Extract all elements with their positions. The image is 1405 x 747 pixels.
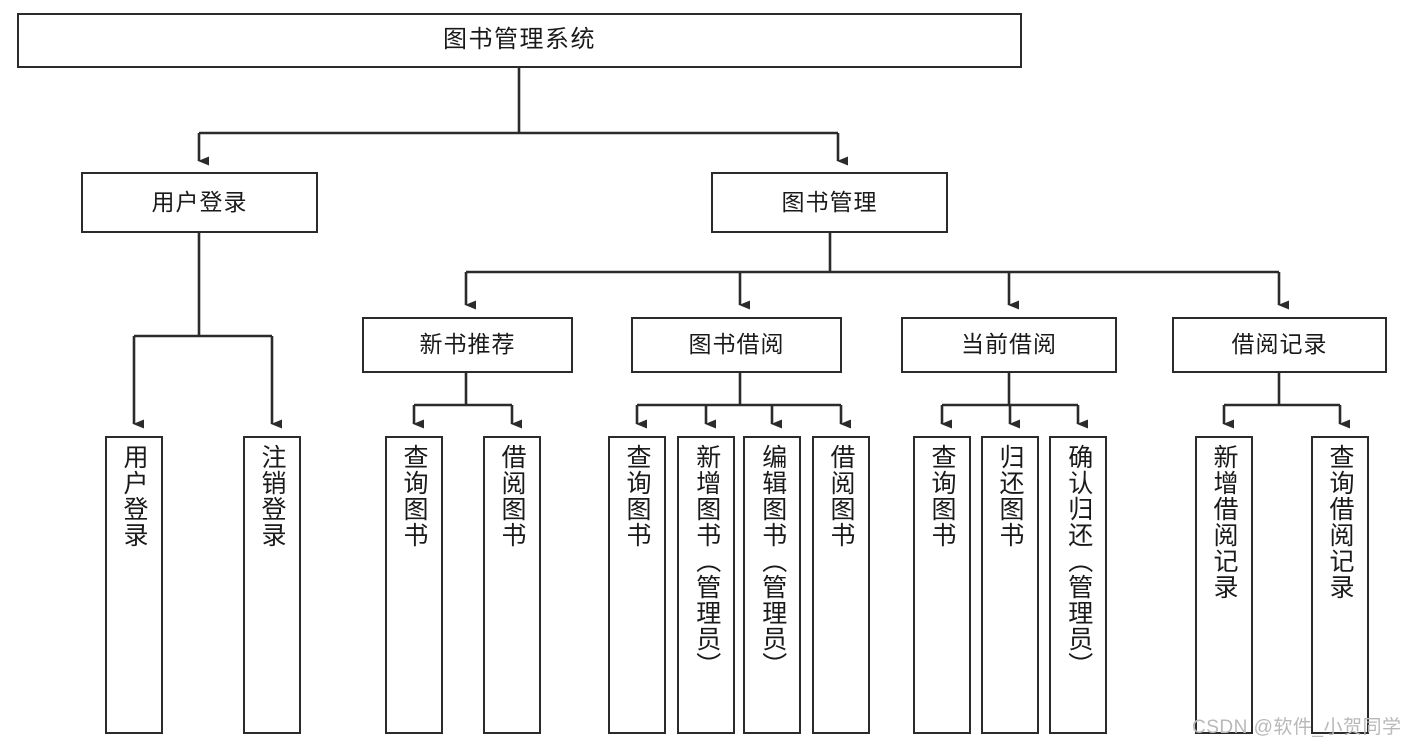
node-book-management[interactable]: 图书管理 bbox=[711, 172, 948, 233]
node-leaf-user-login[interactable]: 用户登录 bbox=[105, 436, 163, 734]
node-user-login[interactable]: 用户登录 bbox=[81, 172, 318, 233]
node-label: 查询借阅记录 bbox=[1326, 444, 1354, 600]
node-leaf-borrow-book-2[interactable]: 借阅图书 bbox=[812, 436, 870, 734]
node-root-system[interactable]: 图书管理系统 bbox=[17, 13, 1022, 68]
node-label: 新书推荐 bbox=[419, 331, 516, 358]
node-label: 注销登录 bbox=[258, 444, 286, 548]
node-label: 当前借阅 bbox=[961, 331, 1057, 358]
node-book-borrow[interactable]: 图书借阅 bbox=[631, 317, 842, 373]
node-label: 借阅图书 bbox=[827, 444, 855, 548]
node-leaf-confirm-return-admin[interactable]: 确认归还（管理员） bbox=[1049, 436, 1107, 734]
node-label: 借阅图书 bbox=[498, 444, 526, 548]
node-leaf-query-book-1[interactable]: 查询图书 bbox=[385, 436, 443, 734]
node-label: 借阅记录 bbox=[1231, 331, 1328, 358]
node-label: 图书借阅 bbox=[688, 331, 785, 358]
node-new-book-recommend[interactable]: 新书推荐 bbox=[362, 317, 573, 373]
node-label: 用户登录 bbox=[151, 188, 248, 215]
node-current-borrow[interactable]: 当前借阅 bbox=[901, 317, 1117, 373]
node-label: 图书管理系统 bbox=[443, 26, 596, 54]
node-label: 查询图书 bbox=[623, 444, 651, 548]
node-label: 归还图书 bbox=[996, 444, 1024, 548]
node-label: 编辑图书（管理员） bbox=[758, 444, 787, 678]
watermark: CSDN @软件_小贺同学 bbox=[1192, 717, 1402, 738]
node-leaf-return-book[interactable]: 归还图书 bbox=[981, 436, 1039, 734]
node-borrow-record[interactable]: 借阅记录 bbox=[1172, 317, 1387, 373]
node-label: 用户登录 bbox=[120, 444, 148, 548]
node-leaf-logout[interactable]: 注销登录 bbox=[243, 436, 301, 734]
node-leaf-add-borrow-record[interactable]: 新增借阅记录 bbox=[1195, 436, 1253, 734]
node-label: 图书管理 bbox=[781, 188, 878, 215]
node-label: 确认归还（管理员） bbox=[1064, 444, 1093, 678]
node-leaf-query-book-3[interactable]: 查询图书 bbox=[913, 436, 971, 734]
node-label: 查询图书 bbox=[400, 444, 428, 548]
node-leaf-borrow-book-1[interactable]: 借阅图书 bbox=[483, 436, 541, 734]
node-leaf-edit-book-admin[interactable]: 编辑图书（管理员） bbox=[743, 436, 801, 734]
node-leaf-add-book-admin[interactable]: 新增图书（管理员） bbox=[677, 436, 735, 734]
node-label: 新增借阅记录 bbox=[1210, 444, 1238, 600]
node-label: 新增图书（管理员） bbox=[692, 444, 721, 678]
node-label: 查询图书 bbox=[928, 444, 956, 548]
node-leaf-query-book-2[interactable]: 查询图书 bbox=[608, 436, 666, 734]
node-leaf-query-borrow-record[interactable]: 查询借阅记录 bbox=[1311, 436, 1369, 734]
